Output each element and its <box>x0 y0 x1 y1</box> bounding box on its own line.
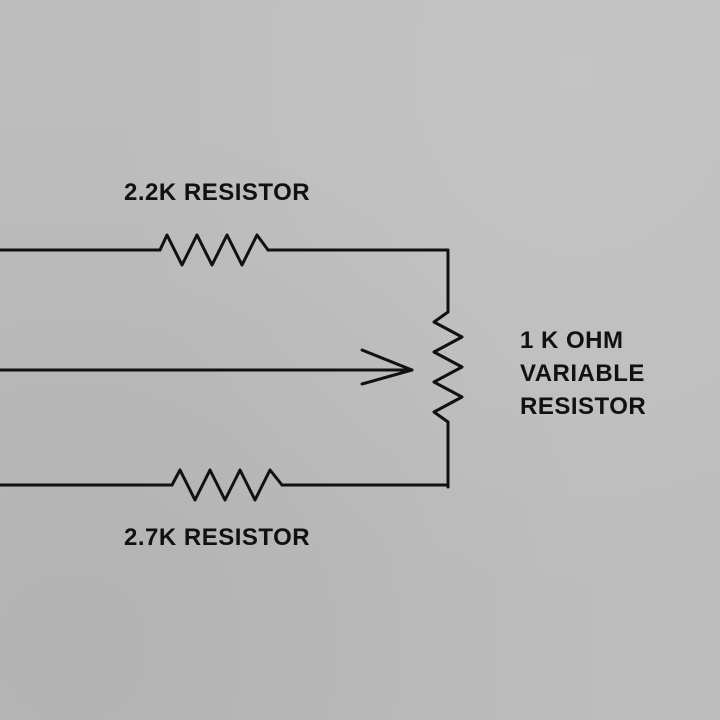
variable-resistor-symbol <box>432 310 464 424</box>
wiper-arrowhead <box>360 348 414 386</box>
variable-resistor-label-line-3: RESISTOR <box>520 393 647 420</box>
variable-resistor-label-line-2: VARIABLE <box>520 360 645 387</box>
top-wire-right <box>266 248 450 314</box>
resistor-2-2k-symbol <box>158 233 270 267</box>
resistor-2-2k-label: 2.2K RESISTOR <box>124 179 311 206</box>
resistor-2-7k-symbol <box>170 468 284 502</box>
resistor-2-7k-label: 2.7K RESISTOR <box>124 524 311 551</box>
variable-resistor-label-line-1: 1 K OHM <box>520 327 624 354</box>
variable-resistor-label: 1 K OHM VARIABLE RESISTOR <box>520 324 646 423</box>
